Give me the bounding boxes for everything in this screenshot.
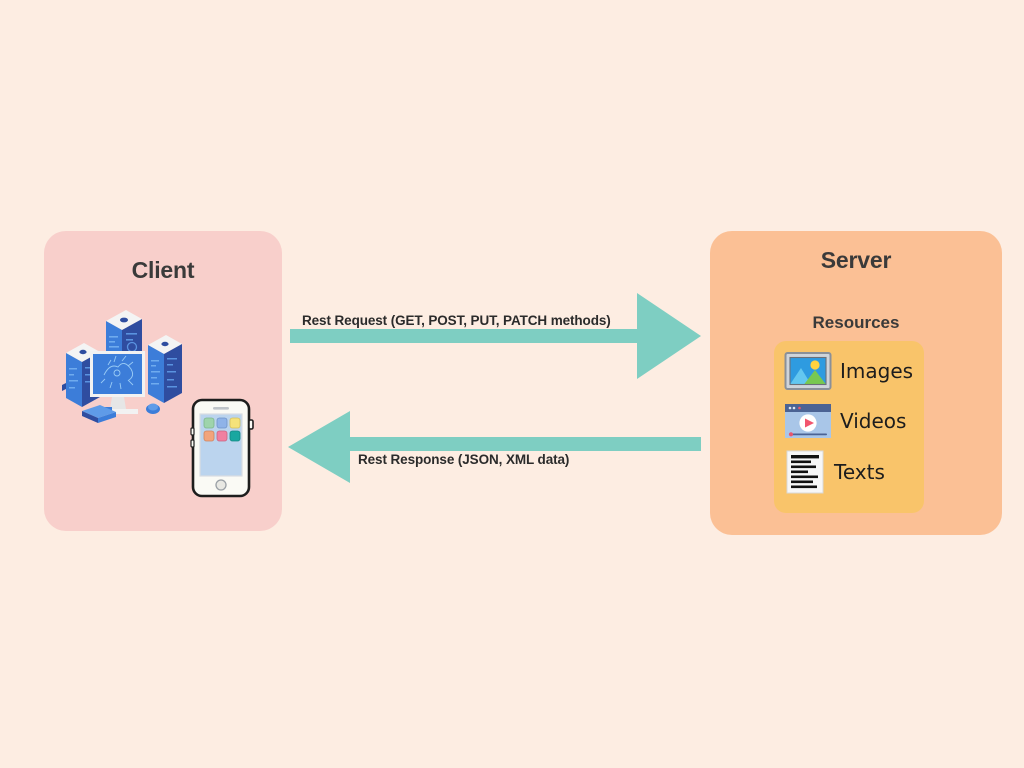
image-icon	[784, 352, 832, 390]
resource-label-texts: Texts	[834, 460, 885, 484]
client-panel-title: Client	[131, 257, 195, 283]
smartphone-icon	[190, 398, 254, 498]
client-panel: Client	[44, 231, 282, 531]
mouse-icon	[146, 403, 160, 414]
monitor-icon	[90, 351, 145, 414]
rest-response-arrow	[288, 411, 701, 483]
resources-box: Images Videos	[774, 341, 924, 513]
rest-request-arrow	[290, 293, 701, 379]
rest-response-label: Rest Response (JSON, XML data)	[358, 452, 570, 467]
desktop-computer-icon	[62, 310, 182, 423]
resource-label-images: Images	[840, 359, 914, 383]
video-player-icon	[785, 404, 831, 438]
server-panel: Server Resources Images	[710, 231, 1002, 535]
resource-item-images[interactable]: Images	[784, 351, 913, 391]
resource-item-videos[interactable]: Videos	[784, 401, 906, 441]
resources-heading: Resources	[812, 313, 900, 332]
rest-request-label: Rest Request (GET, POST, PUT, PATCH meth…	[302, 313, 611, 328]
document-text-icon	[786, 450, 824, 494]
server-panel-title: Server	[820, 247, 892, 273]
resource-label-videos: Videos	[840, 409, 907, 433]
server-tower-right	[148, 335, 182, 403]
app-icon-grid	[203, 417, 241, 442]
resource-item-texts[interactable]: Texts	[784, 449, 885, 495]
device-box-icon	[82, 405, 116, 423]
